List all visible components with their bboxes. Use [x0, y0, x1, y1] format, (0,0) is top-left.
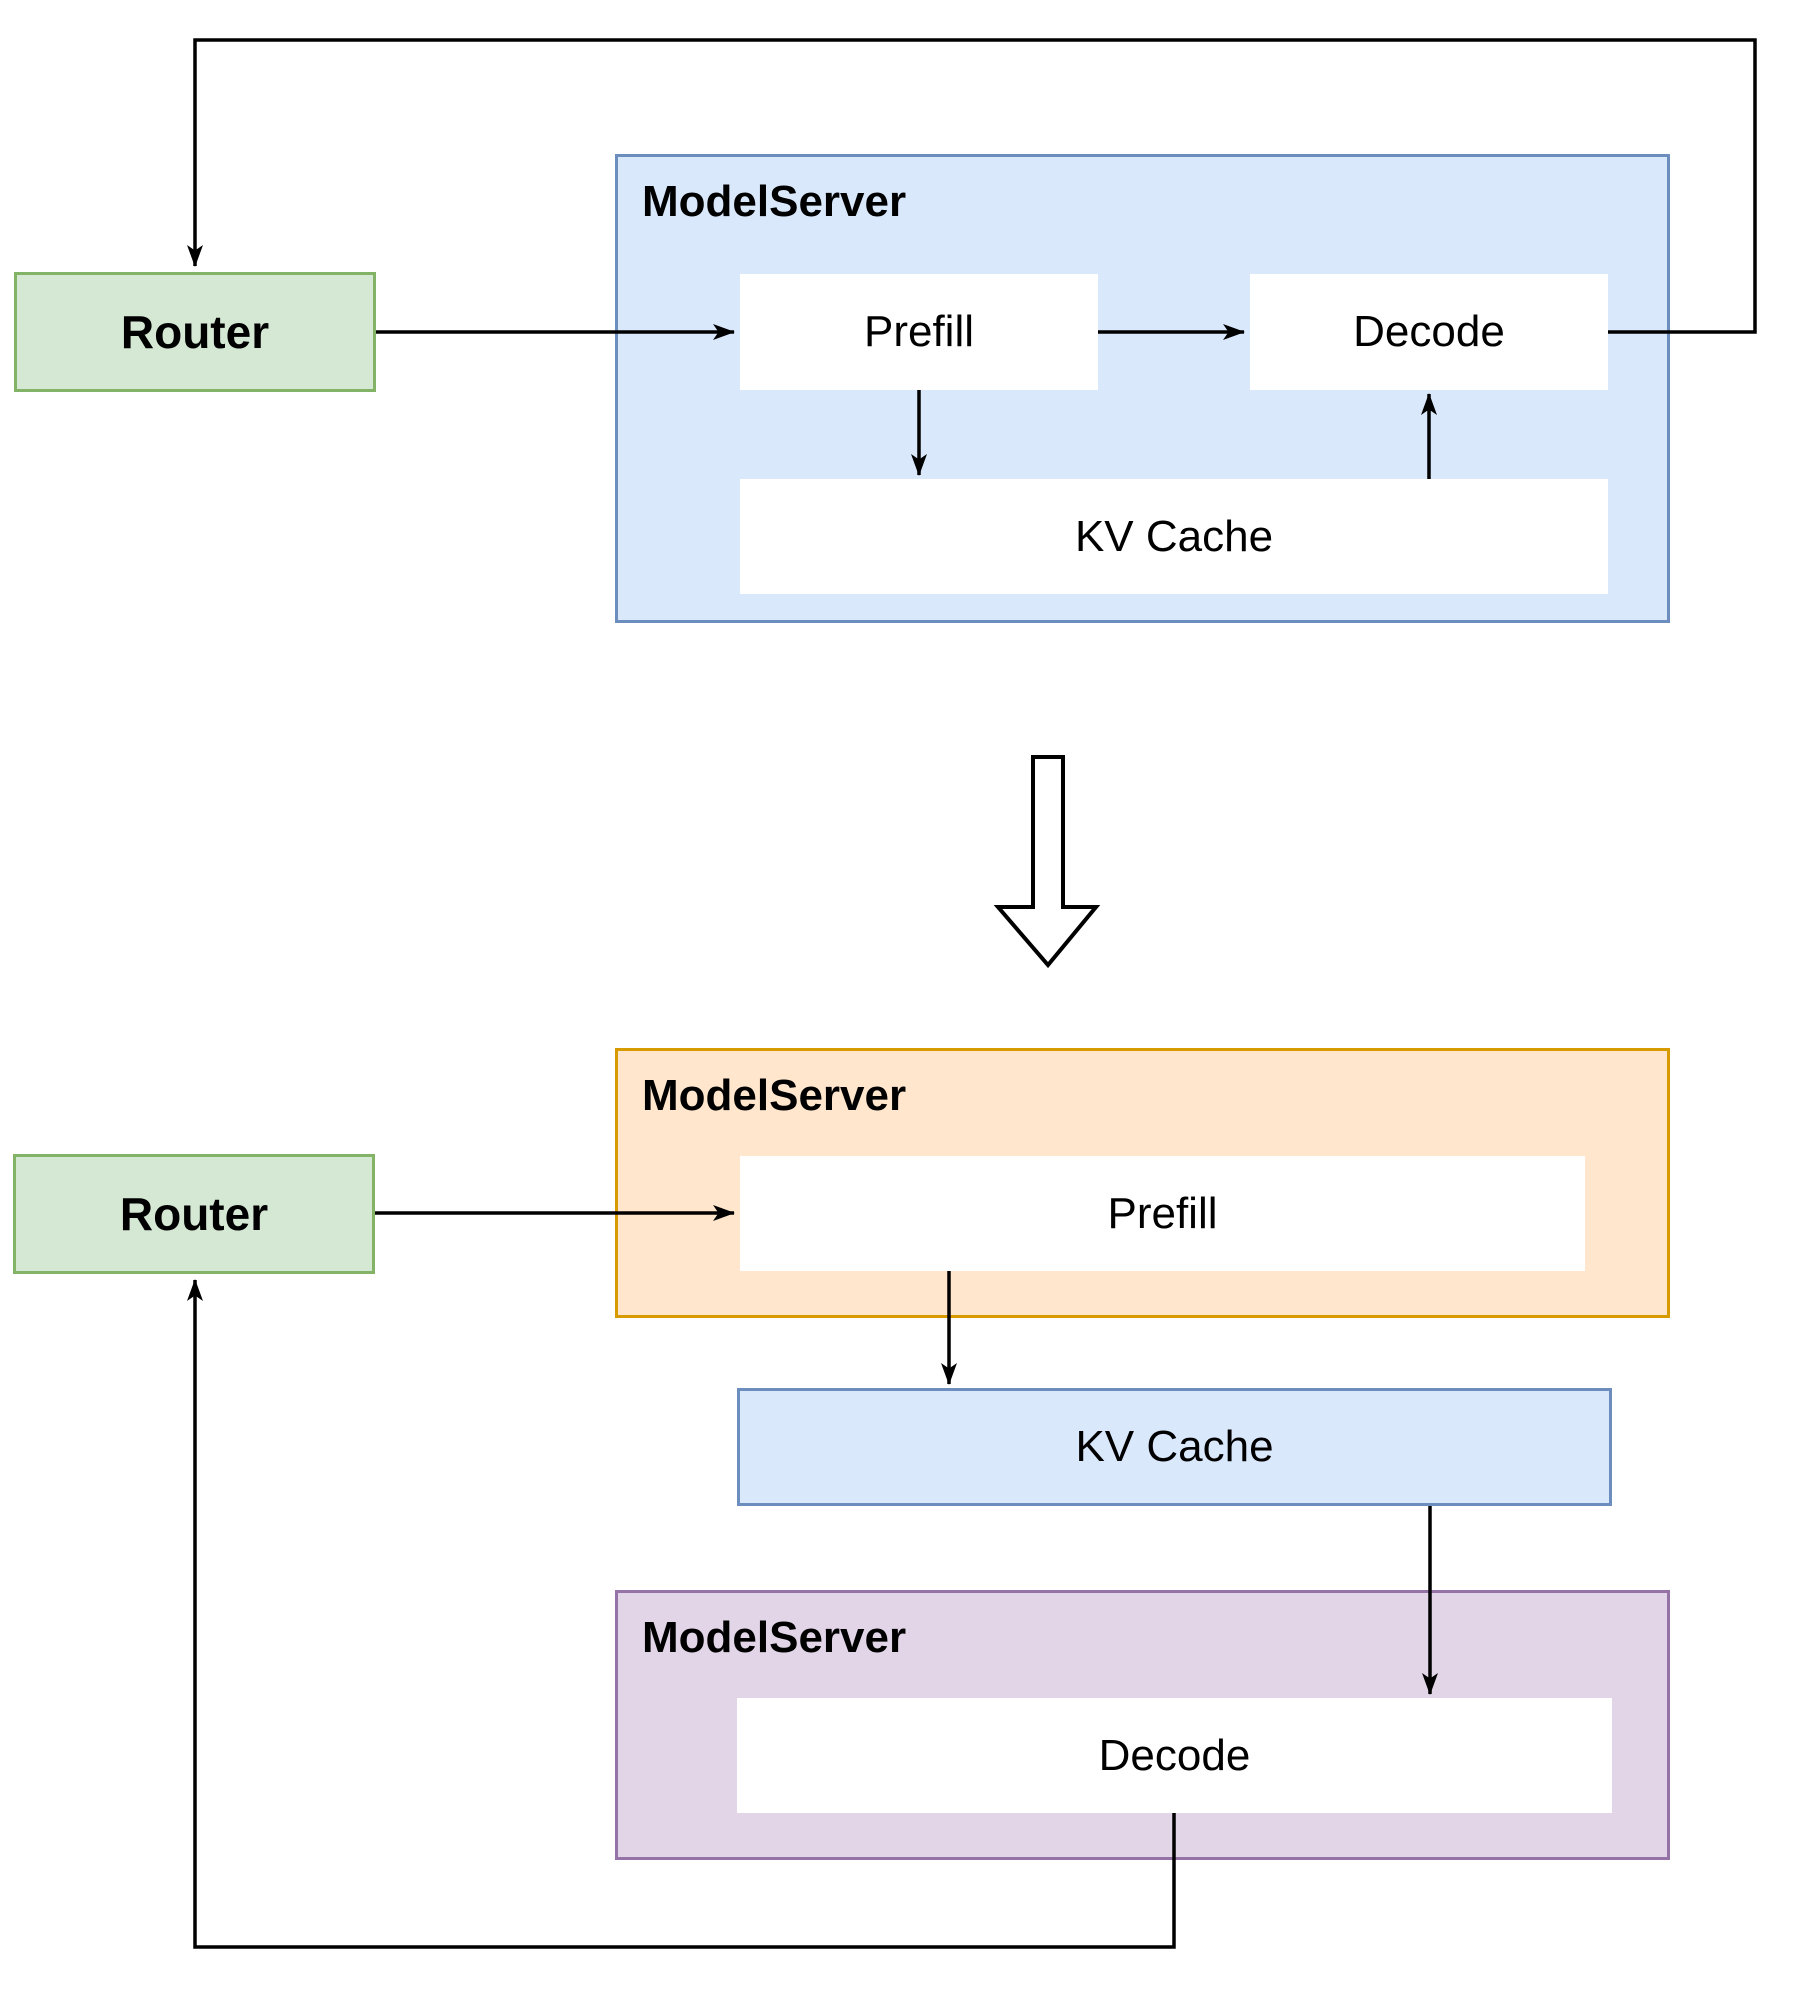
top-decode-box: Decode [1250, 274, 1608, 390]
bottom-prefill-modelserver-label: ModelServer [642, 1071, 907, 1120]
top-decode-label: Decode [1353, 307, 1505, 356]
bottom-kvcache-label: KV Cache [1075, 1422, 1274, 1471]
top-kvcache-label: KV Cache [1074, 511, 1274, 561]
top-router-box: Router [14, 272, 376, 392]
top-prefill-label: Prefill [863, 307, 975, 356]
top-router-label: Router [120, 306, 270, 358]
bottom-prefill-box: Prefill [740, 1156, 1585, 1271]
bottom-prefill-label: Prefill [1107, 1188, 1218, 1238]
bottom-router-box: Router [13, 1154, 375, 1274]
transition-down-arrow [993, 755, 1101, 969]
top-kvcache-box: KV Cache [740, 479, 1608, 594]
top-prefill-box: Prefill [740, 274, 1098, 390]
bottom-decode-modelserver-label: ModelServer [642, 1613, 907, 1662]
top-modelserver-label: ModelServer [642, 177, 907, 226]
bottom-kvcache-box: KV Cache [737, 1388, 1612, 1506]
bottom-decode-label: Decode [1098, 1730, 1251, 1780]
bottom-router-label: Router [119, 1188, 269, 1240]
bottom-decode-box: Decode [737, 1698, 1612, 1813]
